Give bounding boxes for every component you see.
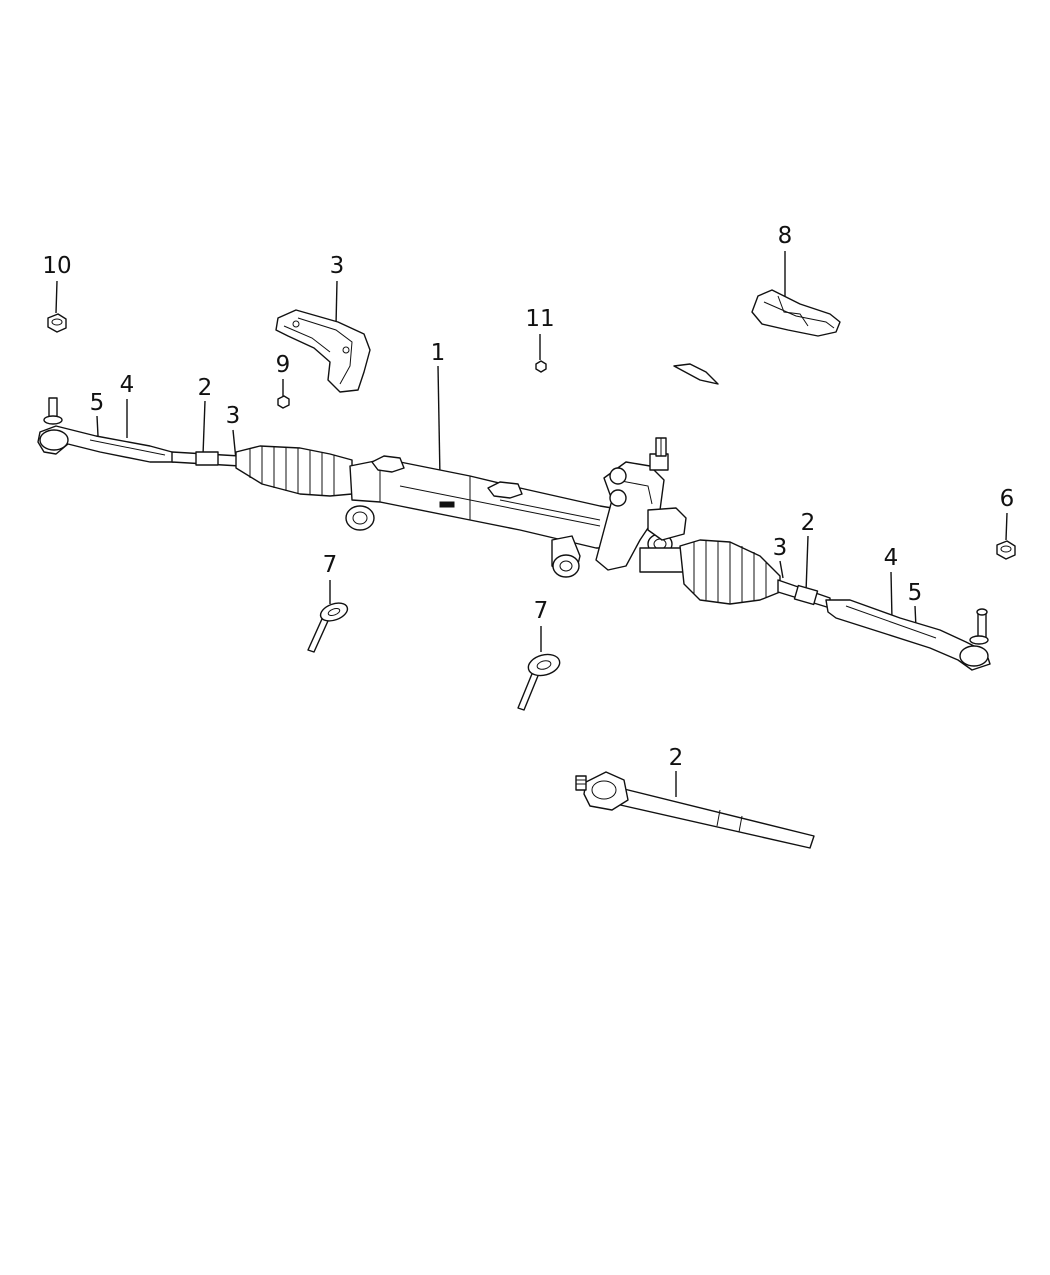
callout-4-left: 4 [120,372,135,398]
callout-10: 10 [42,253,71,279]
hex-nut-10-icon [47,313,67,333]
left-boot-bellows [235,445,353,497]
callout-7-center: 7 [534,598,549,624]
heat-shield-icon [673,363,719,385]
callout-6: 6 [1000,486,1015,512]
leader-lines [55,251,1008,797]
callout-1: 1 [431,340,446,366]
callout-2-bottom: 2 [669,745,684,771]
mount-bushing-center [551,535,581,578]
bracket-8-icon [751,289,841,337]
inner-tie-rod-2-icon [575,771,815,849]
mounting-bracket-3-icon [275,309,371,393]
callout-5-right: 5 [908,580,923,606]
bolt-7-center-icon [517,653,561,711]
pinion-valve-housing [595,437,687,571]
callout-9: 9 [276,352,291,378]
hex-nut-6-icon [996,540,1016,560]
mount-bushing-left [345,505,375,531]
callout-11: 11 [525,306,554,332]
callout-3-bracket: 3 [330,253,345,279]
callout-8: 8 [778,223,793,249]
callout-5-left: 5 [90,390,105,416]
callout-2-right: 2 [801,510,816,536]
callout-4-right: 4 [884,545,899,571]
callout-2-left: 2 [198,375,213,401]
callout-3-left: 3 [226,403,241,429]
steering-gear-assembly-1 [37,397,991,671]
callout-labels: 1 2 2 2 3 3 3 4 4 5 5 6 7 7 8 9 10 11 [42,223,1014,771]
nut-9-icon [277,395,290,409]
bolt-7-left-icon [307,602,349,653]
right-boot-bellows [679,539,781,605]
callout-7-left: 7 [323,552,338,578]
nut-11-icon [535,360,547,373]
callout-3-right: 3 [773,535,788,561]
